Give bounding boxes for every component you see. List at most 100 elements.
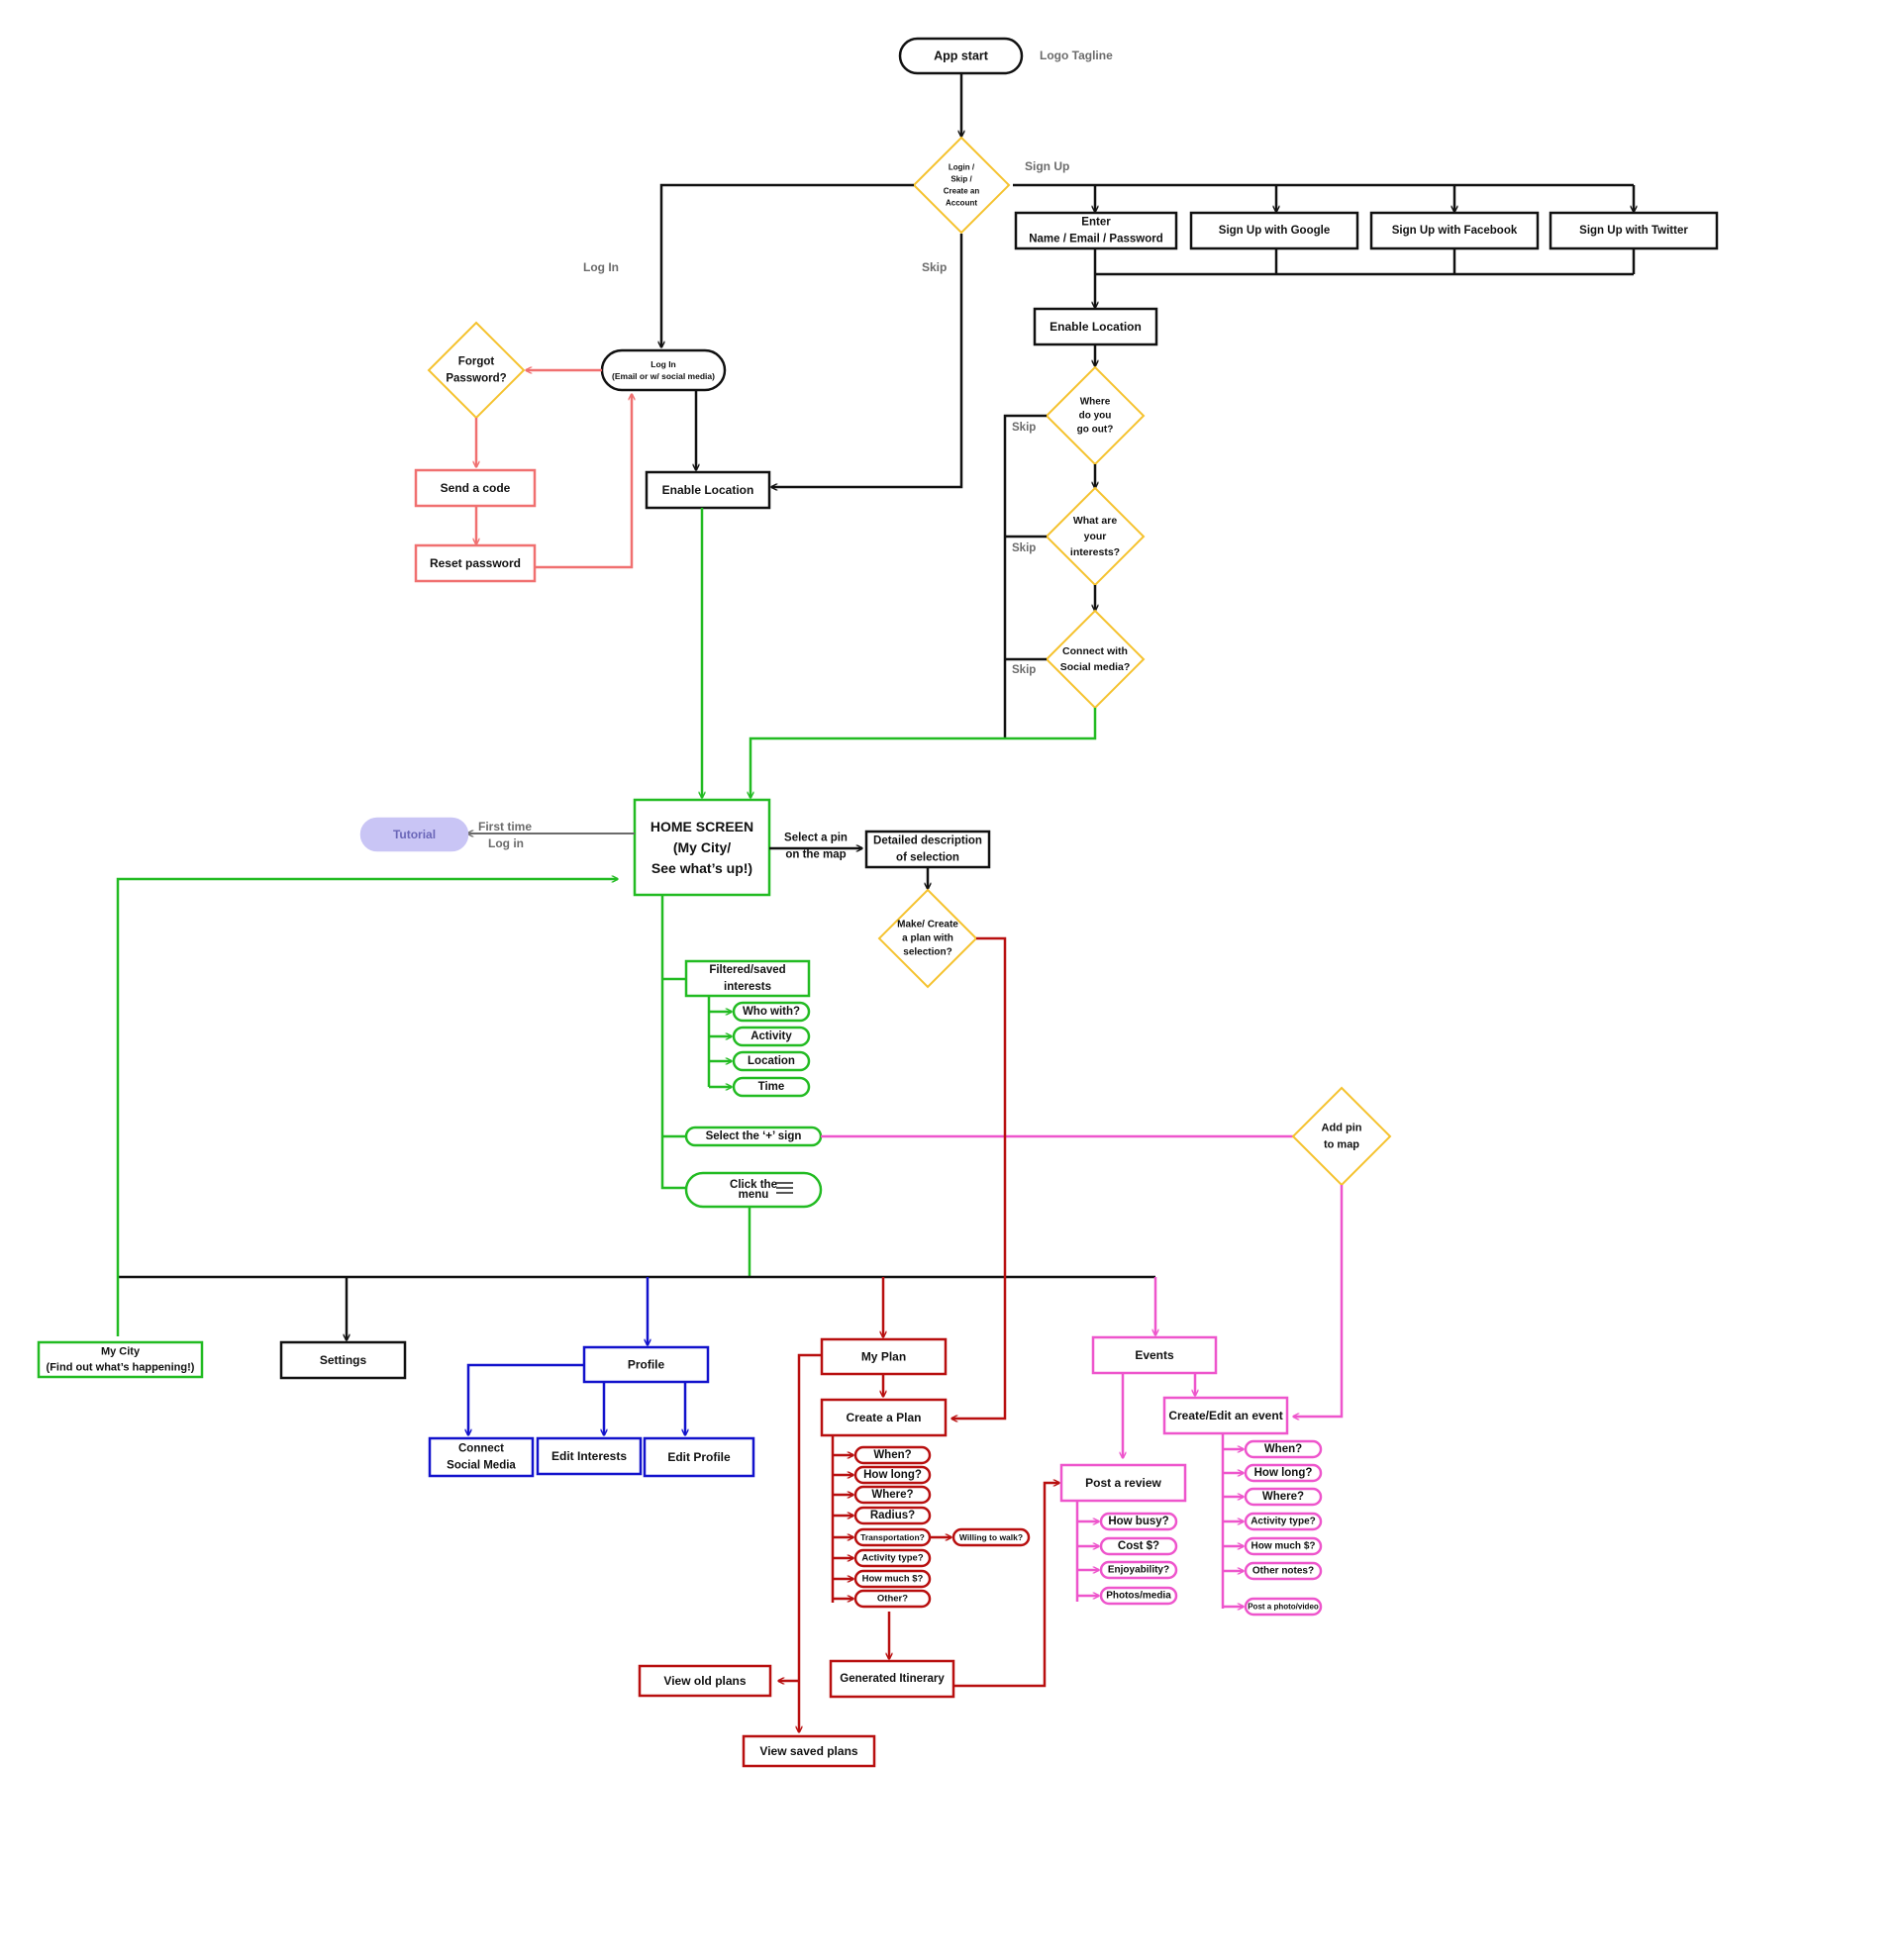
- plan-item-3[interactable]: [853, 1485, 932, 1505]
- enable-location-signup-box[interactable]: [1033, 307, 1158, 346]
- plan-item-4-label: Radius?: [870, 1510, 915, 1521]
- add-pin-to-event: [1293, 1185, 1344, 1417]
- forgot-password-decision[interactable]: [427, 321, 526, 420]
- plan-item-7-label: How much $?: [862, 1574, 924, 1585]
- plan-item-7[interactable]: [853, 1569, 932, 1589]
- my-city-green-loop: [116, 879, 618, 1336]
- event-item-2-label: How long?: [1254, 1467, 1313, 1479]
- my-plan-saved-spine: [799, 1353, 822, 1732]
- plan-item-2-label: How long?: [863, 1469, 922, 1481]
- skip-label-interests: Skip: [1012, 542, 1036, 554]
- plan-item-4[interactable]: [853, 1506, 932, 1525]
- add-pin-decision-label-line-2: to map: [1324, 1139, 1359, 1151]
- login-node-label-line-1: Log In: [650, 359, 676, 369]
- profile-box-label: Profile: [628, 1358, 665, 1372]
- app-start-node-label: App start: [934, 49, 989, 63]
- plan-item-2[interactable]: [853, 1465, 932, 1485]
- signup-facebook-box-label: Sign Up with Facebook: [1392, 225, 1518, 237]
- home-screen-box-label-line-1: HOME SCREEN: [650, 819, 753, 834]
- view-saved-plans-box[interactable]: [742, 1734, 876, 1768]
- plan-item-3-label: Where?: [871, 1489, 913, 1501]
- interests-decision-label-line-1: What are: [1073, 515, 1118, 527]
- my-city-box-label-line-2: (Find out what’s happening!): [47, 1362, 195, 1374]
- enter-details-box-label-line-2: Name / Email / Password: [1029, 234, 1163, 245]
- event-item-3[interactable]: [1244, 1487, 1323, 1507]
- connect-social-media-box[interactable]: [428, 1436, 535, 1478]
- login-node[interactable]: [600, 348, 727, 392]
- event-item-4[interactable]: [1244, 1512, 1323, 1531]
- review-item-2-label: Cost $?: [1118, 1540, 1159, 1552]
- home-screen-box[interactable]: [633, 798, 771, 897]
- edit-profile-box[interactable]: [643, 1436, 755, 1478]
- log-in-label: Log In: [583, 260, 619, 274]
- filter-item-4[interactable]: [732, 1076, 811, 1098]
- create-plan-box[interactable]: [820, 1398, 948, 1437]
- event-item-7[interactable]: [1244, 1597, 1323, 1617]
- event-item-1[interactable]: [1244, 1439, 1323, 1459]
- willing-to-walk-node[interactable]: [951, 1527, 1031, 1547]
- connect-social-decision[interactable]: [1045, 609, 1146, 710]
- filter-item-2[interactable]: [732, 1026, 811, 1047]
- generated-itinerary-box[interactable]: [829, 1659, 955, 1699]
- skip-rail: [1003, 414, 1047, 738]
- make-plan-decision[interactable]: [877, 888, 978, 989]
- filter-item-1[interactable]: [732, 1001, 811, 1023]
- signup-google-box-label: Sign Up with Google: [1219, 225, 1330, 237]
- enter-details-box[interactable]: [1014, 211, 1178, 250]
- create-edit-event-box[interactable]: [1162, 1396, 1289, 1435]
- where-go-out-decision-label-line-2: do you: [1079, 411, 1112, 422]
- click-menu-node[interactable]: [684, 1171, 823, 1209]
- review-item-1[interactable]: [1099, 1512, 1178, 1531]
- tutorial-node-label: Tutorial: [393, 828, 436, 841]
- plan-item-8[interactable]: [853, 1589, 932, 1609]
- willing-to-walk-node-label: Willing to walk?: [959, 1532, 1023, 1542]
- edit-interests-box-label: Edit Interests: [551, 1449, 627, 1463]
- skip-label-social: Skip: [1012, 664, 1036, 676]
- event-item-2[interactable]: [1244, 1463, 1323, 1483]
- reset-password-box[interactable]: [414, 543, 537, 583]
- add-pin-decision[interactable]: [1291, 1086, 1392, 1187]
- edit-interests-box[interactable]: [536, 1436, 643, 1476]
- review-item-4-label: Photos/media: [1106, 1591, 1171, 1602]
- view-old-plans-box[interactable]: [638, 1664, 772, 1698]
- review-item-2[interactable]: [1099, 1536, 1178, 1556]
- login-decision[interactable]: [912, 136, 1011, 235]
- enable-location-signup-box-label: Enable Location: [1050, 320, 1142, 334]
- add-pin-decision-label-line-1: Add pin: [1322, 1123, 1362, 1134]
- hamburger-menu-icon: [776, 1182, 793, 1194]
- login-decision-label-line-2: Skip /: [950, 175, 972, 184]
- events-box[interactable]: [1091, 1335, 1218, 1375]
- itinerary-to-review: [953, 1483, 1059, 1688]
- signup-google-box[interactable]: [1189, 211, 1359, 250]
- profile-box[interactable]: [582, 1345, 710, 1384]
- forgot-password-decision-label-line-1: Forgot: [458, 356, 495, 368]
- first-time-label: First time: [478, 820, 532, 833]
- skip-to-enable-location: [771, 234, 963, 487]
- forgot-password-decision-label-line-2: Password?: [446, 373, 506, 385]
- filter-item-3[interactable]: [732, 1050, 811, 1072]
- connect-social-decision-label-line-2: Social media?: [1060, 661, 1131, 673]
- settings-box[interactable]: [279, 1340, 407, 1380]
- event-item-7-label: Post a photo/video: [1248, 1603, 1319, 1612]
- filtered-interests-box[interactable]: [684, 959, 811, 998]
- enable-location-login-box-label: Enable Location: [662, 483, 754, 497]
- plan-item-1[interactable]: [853, 1445, 932, 1465]
- event-item-6[interactable]: [1244, 1561, 1323, 1581]
- event-item-5[interactable]: [1244, 1536, 1323, 1556]
- app-start-node[interactable]: [898, 37, 1024, 75]
- detailed-description-box[interactable]: [864, 830, 991, 869]
- tutorial-node[interactable]: [359, 817, 469, 852]
- review-item-3[interactable]: [1099, 1560, 1178, 1580]
- plan-item-6[interactable]: [853, 1548, 932, 1568]
- make-plan-to-create: [951, 936, 1007, 1419]
- plan-item-6-label: Activity type?: [861, 1553, 923, 1564]
- generated-itinerary-box-label: Generated Itinerary: [840, 1673, 945, 1685]
- make-plan-decision-label-line-1: Make/ Create: [897, 920, 958, 931]
- my-city-box[interactable]: [37, 1340, 204, 1379]
- create-edit-event-box-label: Create/Edit an event: [1168, 1409, 1282, 1422]
- filter-item-4-label: Time: [758, 1081, 785, 1093]
- post-review-box[interactable]: [1059, 1463, 1187, 1503]
- enable-location-login-box[interactable]: [645, 470, 771, 510]
- review-item-4[interactable]: [1099, 1586, 1178, 1606]
